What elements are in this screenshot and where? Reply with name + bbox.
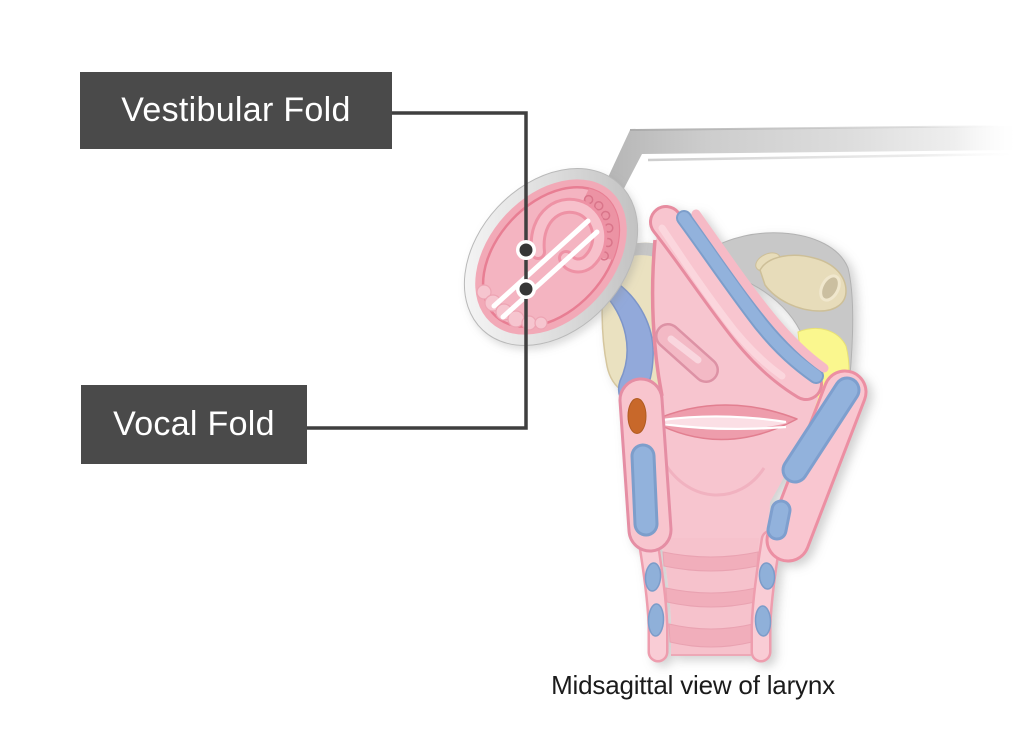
laryngoscope-handle (604, 125, 1016, 200)
epiglottis (649, 205, 829, 401)
label-vestibular-fold: Vestibular Fold (80, 72, 392, 149)
trachea (637, 529, 782, 663)
tubercle (655, 323, 719, 383)
fold-lens (651, 404, 798, 497)
larynx-midsagittal-illustration (599, 205, 868, 663)
orange-gland (627, 398, 647, 434)
arytenoid-bumps (476, 284, 548, 331)
cricoid-cartilage-column (765, 369, 868, 563)
figure-caption: Midsagittal view of larynx (551, 670, 835, 700)
larynx-body (651, 216, 818, 560)
thyroid-cartilage-column (618, 377, 673, 553)
mirror-epiglottis (529, 197, 608, 274)
label-vocal-fold: Vocal Fold (81, 385, 307, 464)
label-vestibular-fold-text: Vestibular Fold (121, 91, 351, 129)
leader-lines (307, 111, 536, 430)
laryngeal-mirror (463, 168, 639, 346)
label-vocal-fold-text: Vocal Fold (113, 405, 275, 443)
vocal-fold-lines (491, 218, 600, 320)
